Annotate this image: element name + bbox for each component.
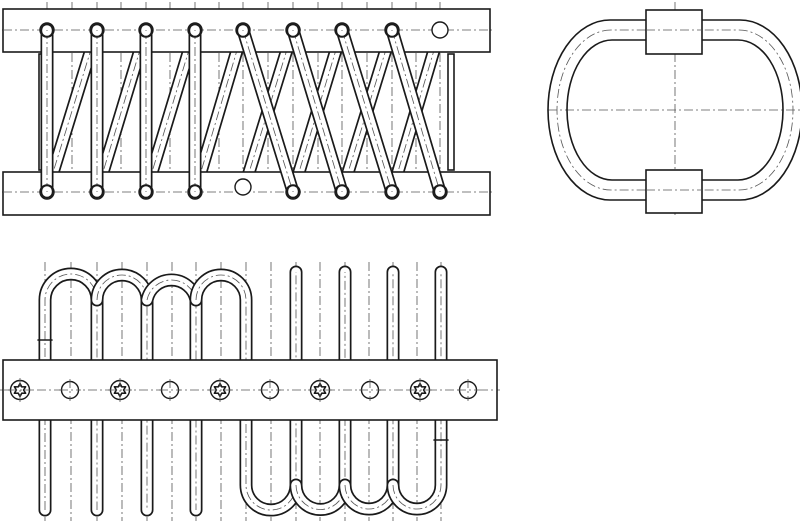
coil-diagonal-tube — [139, 23, 202, 199]
loop-top-clamp-block — [645, 9, 703, 55]
serp-plain-hole — [159, 379, 181, 401]
crossed-coil-front-view — [2, 2, 495, 218]
serp-plain-hole — [59, 379, 81, 401]
loop-side-view — [547, 2, 800, 218]
serp-tube-segment — [189, 268, 253, 397]
coil-spare-hole-top — [431, 21, 449, 39]
coil-front-tube — [236, 23, 300, 199]
serp-star-screw — [308, 378, 332, 402]
serp-tube-segment — [386, 265, 448, 516]
serp-star-screw — [108, 378, 132, 402]
coil-diagonal-tube — [188, 23, 250, 199]
serp-plain-hole — [259, 379, 281, 401]
serp-star-screw — [208, 378, 232, 402]
serp-star-screw — [408, 378, 432, 402]
serp-star-screw — [8, 378, 32, 402]
serp-plain-hole — [359, 379, 381, 401]
coil-right-post — [447, 53, 455, 171]
coil-diagonal-tube — [40, 23, 104, 199]
coil-front-tube — [335, 23, 399, 199]
coil-spare-hole-bottom — [234, 178, 252, 196]
loop-tube — [547, 19, 800, 201]
serpentine-front-view — [0, 262, 500, 521]
serp-plain-hole — [457, 379, 479, 401]
coil-front-tube — [286, 23, 349, 199]
loop-bottom-clamp-block — [645, 169, 703, 214]
coil-diagonal-tube — [90, 23, 153, 199]
coil-front-tube — [385, 23, 447, 199]
